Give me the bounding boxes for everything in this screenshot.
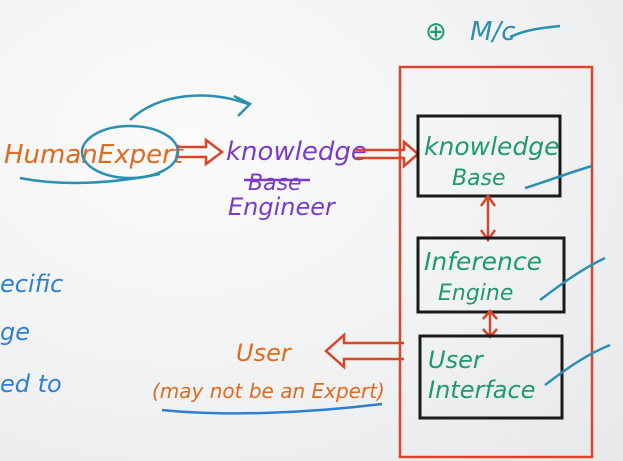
arrow-expert-to-engineer: [178, 137, 225, 167]
knowledge-label: knowledge: [226, 137, 367, 167]
engineer-label: Engineer: [228, 193, 337, 221]
top-right-underline: [509, 24, 561, 39]
user-note: (may not be an Expert): [152, 379, 385, 403]
user-interface-box: [418, 334, 564, 420]
user-interface-line1: User: [428, 346, 485, 374]
human-expert-underline: [19, 172, 161, 185]
arrow-ui-to-user: [324, 332, 404, 370]
curved-arrow-head: [233, 94, 253, 117]
left-cut-line-2: ge: [0, 318, 30, 346]
inference-engine-line2: Engine: [438, 281, 513, 306]
user-interface-line2: Interface: [428, 376, 535, 404]
top-right-text: M/c: [470, 17, 516, 47]
expert-system-box: [398, 65, 594, 459]
ie-pointer-line: [539, 256, 606, 302]
human-expert-label: HumanExpert: [4, 140, 184, 170]
kb-pointer-line: [524, 164, 593, 190]
user-note-underline: [161, 402, 383, 415]
base-struck-label: Base: [248, 171, 302, 196]
left-cut-line-1: ecific: [0, 270, 63, 298]
curved-arrow: [129, 94, 249, 121]
user-label: User: [236, 339, 293, 367]
arrow-kb-ie-heads: [479, 193, 497, 243]
knowledge-base-line2: Base: [452, 166, 506, 191]
left-cut-line-3: ed to: [0, 370, 62, 398]
knowledge-base-line1: knowledge: [424, 132, 560, 161]
top-right-mark: ⊕: [425, 17, 447, 47]
inference-engine-line1: Inference: [424, 247, 542, 276]
ui-pointer-line: [544, 343, 611, 387]
